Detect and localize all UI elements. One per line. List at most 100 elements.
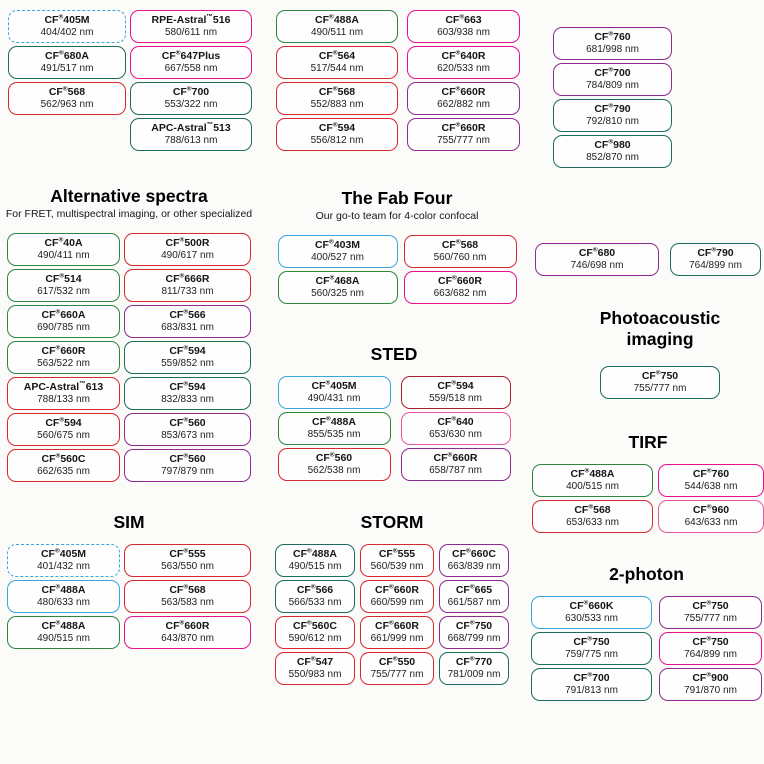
dye-excitation-emission: 788/133 nm: [37, 394, 90, 406]
dye-name: CF®40A: [44, 236, 83, 250]
dye-excitation-emission: 400/515 nm: [566, 481, 619, 493]
dye-name: CF®750: [573, 635, 610, 649]
dye-name: CF®700: [594, 66, 631, 79]
dye-excitation-emission: 560/760 nm: [433, 252, 487, 264]
dye-excitation-emission: 563/522 nm: [37, 358, 90, 370]
dye-excitation-emission: 552/883 nm: [310, 99, 364, 111]
dye-name: CF®660R: [438, 274, 482, 288]
dye-excitation-emission: 661/587 nm: [447, 597, 501, 609]
dye-name: CF®594: [169, 380, 206, 394]
dye-excitation-emission: 620/533 nm: [437, 63, 490, 75]
dye-name: CF®560C: [41, 452, 86, 466]
dye-excitation-emission: 755/777 nm: [633, 382, 687, 394]
dye-excitation-emission: 668/799 nm: [447, 633, 501, 645]
dye-excitation-emission: 517/544 nm: [310, 63, 364, 75]
dye-name: CF®900: [692, 671, 729, 685]
dye-excitation-emission: 764/899 nm: [689, 260, 742, 272]
dye-name: CF®560: [315, 451, 353, 465]
dye-excitation-emission: 781/009 nm: [447, 669, 501, 681]
dye-name: CF®594: [169, 344, 206, 358]
dye-excitation-emission: 566/533 nm: [288, 597, 342, 609]
dye-name: CF®560: [169, 452, 206, 466]
dye-excitation-emission: 490/515 nm: [288, 561, 342, 573]
dye-excitation-emission: 667/558 nm: [164, 63, 218, 75]
dye-excitation-emission: 662/882 nm: [437, 99, 490, 111]
dye-name: CF®566: [169, 308, 206, 322]
section-subtitle: Our go-to team for 4-color confocal: [315, 210, 479, 223]
dye-excitation-emission: 662/635 nm: [37, 466, 90, 478]
dye-excitation-emission: 490/411 nm: [37, 250, 90, 262]
dye-name: CF®488A: [570, 467, 615, 481]
dye-name: CF®594: [318, 121, 356, 134]
dye-name: CF®660R: [375, 583, 419, 597]
dye-name: CF®555: [169, 547, 206, 561]
dye-excitation-emission: 550/983 nm: [288, 669, 342, 681]
dye-excitation-emission: 580/611 nm: [164, 27, 218, 39]
section-title: TIRF: [628, 432, 668, 452]
dye-excitation-emission: 653/630 nm: [429, 429, 482, 441]
dye-name: CF®790: [697, 246, 734, 259]
dye-name: APC-Astral™513: [151, 121, 231, 134]
dye-name: CF®700: [573, 671, 610, 685]
dye-name: CF®568: [441, 238, 479, 252]
section-title: Alternative spectra: [50, 186, 208, 206]
dye-excitation-emission: 791/813 nm: [565, 685, 618, 697]
dye-name: CF®560C: [293, 619, 337, 633]
dye-excitation-emission: 755/777 nm: [684, 613, 737, 625]
dye-name: CF®566: [296, 583, 334, 597]
dye-excitation-emission: 563/583 nm: [161, 597, 214, 609]
dye-excitation-emission: 491/517 nm: [40, 63, 94, 75]
